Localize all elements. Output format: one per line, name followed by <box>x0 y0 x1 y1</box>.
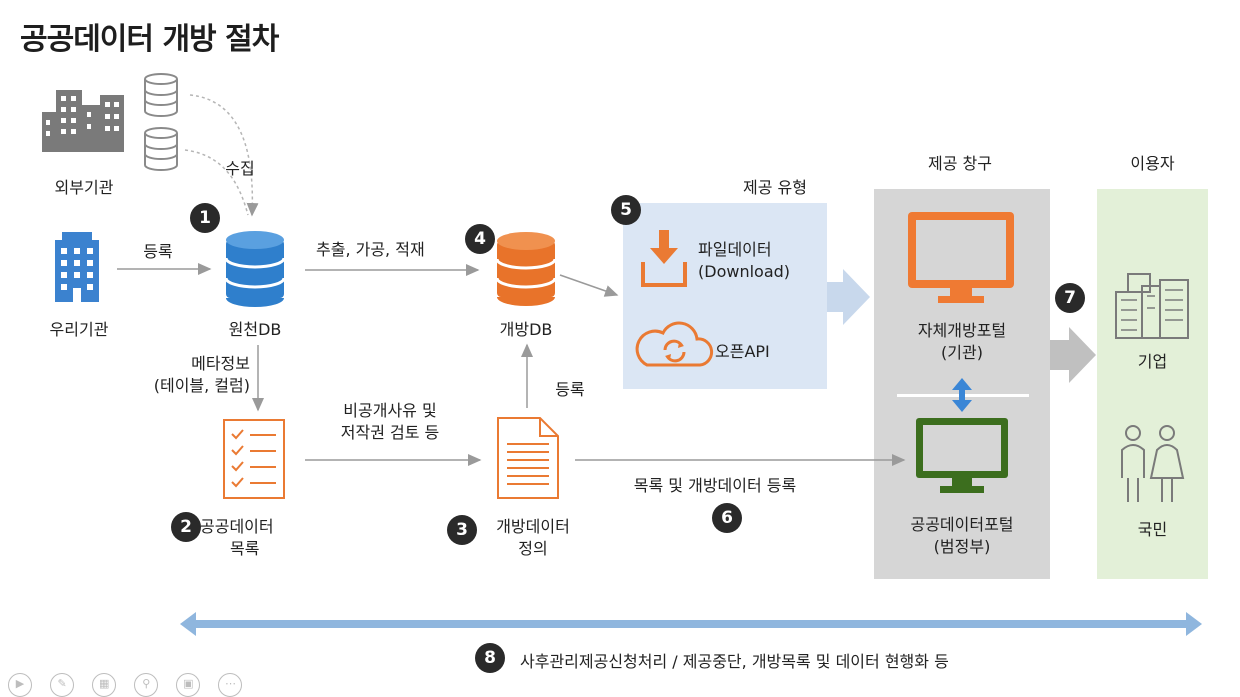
users-panel <box>1097 189 1208 579</box>
review-line2: 저작권 검토 등 <box>340 423 440 442</box>
step-badge-6: 6 <box>712 503 742 533</box>
extract-label: 추출, 가공, 적재 <box>316 240 425 259</box>
source-db-label: 원천DB <box>228 320 282 339</box>
company-label: 기업 <box>1137 352 1168 371</box>
more-icon[interactable]: ⋯ <box>218 673 243 697</box>
define-line2: 정의 <box>518 539 548 558</box>
aftercare-arrow <box>180 612 1202 636</box>
slide-toolbar: ▶ ✎ ▦ ⚲ ▣ ⋯ <box>8 672 255 697</box>
public-portal-line1: 공공데이터포털 <box>910 515 1014 534</box>
register-catalog-label: 목록 및 개방데이터 등록 <box>633 476 797 495</box>
public-portal-line2: (범정부) <box>933 537 991 556</box>
catalog-line2: 목록 <box>230 539 260 558</box>
company-icon <box>1115 273 1189 339</box>
external-db-icon <box>144 73 178 171</box>
monitor-icon-public-portal <box>916 418 1008 493</box>
register-label-1: 등록 <box>143 242 173 261</box>
catalog-label: 공공데이터 목록 <box>200 516 320 560</box>
citizen-label: 국민 <box>1137 520 1168 539</box>
provide-type-label: 제공 유형 <box>743 178 807 197</box>
aftercare-label: 사후관리제공신청처리 / 제공중단, 개방목록 및 데이터 현행화 등 <box>520 652 949 671</box>
play-icon[interactable]: ▶ <box>8 673 32 697</box>
public-portal-label: 공공데이터포털 (범정부) <box>884 514 1040 558</box>
step-badge-2: 2 <box>171 512 201 542</box>
define-line1: 개방데이터 <box>496 517 570 536</box>
zoom-icon[interactable]: ⚲ <box>134 673 159 697</box>
people-icon <box>1121 425 1185 502</box>
file-data-label: 파일데이터 <box>698 240 772 259</box>
flow-arrow-to-users <box>1050 327 1096 383</box>
step-badge-3: 3 <box>447 515 477 545</box>
screen-icon[interactable]: ▣ <box>176 673 201 697</box>
own-portal-label: 자체개방포털 (기관) <box>890 320 1034 364</box>
page-title: 공공데이터 개방 절차 <box>20 22 279 57</box>
flow-arrow-to-window <box>827 269 870 325</box>
provide-window-label: 제공 창구 <box>928 154 992 173</box>
catalog-line1: 공공데이터 <box>200 517 274 536</box>
download-label: (Download) <box>698 262 791 281</box>
meta-info-line1: 메타정보 <box>191 354 250 373</box>
meta-info-line2: (테이블, 컬럼) <box>153 376 250 395</box>
step-badge-8: 8 <box>475 643 505 673</box>
review-label: 비공개사유 및 저작권 검토 등 <box>320 400 460 444</box>
document-icon <box>497 417 559 499</box>
our-org-label: 우리기관 <box>49 320 109 339</box>
external-building-icon <box>42 90 124 152</box>
pen-icon[interactable]: ✎ <box>50 673 75 697</box>
our-building-icon <box>55 232 99 302</box>
users-label: 이용자 <box>1130 154 1175 173</box>
open-db-label: 개방DB <box>499 320 553 339</box>
download-icon <box>641 230 687 287</box>
own-portal-line2: (기관) <box>941 343 983 362</box>
open-api-label: 오픈API <box>715 342 770 361</box>
register-label-2: 등록 <box>555 380 585 399</box>
step-badge-5: 5 <box>611 195 641 225</box>
review-line1: 비공개사유 및 <box>343 401 437 420</box>
grid-icon[interactable]: ▦ <box>92 673 117 697</box>
external-org-label: 외부기관 <box>54 178 114 197</box>
monitor-icon-own-portal <box>908 212 1014 303</box>
checklist-icon <box>223 419 285 499</box>
collect-label: 수집 <box>225 159 255 178</box>
provide-type-panel <box>623 203 827 389</box>
step-badge-1: 1 <box>190 203 220 233</box>
step-badge-7: 7 <box>1055 283 1085 313</box>
source-db-icon <box>224 231 286 307</box>
open-db-icon <box>495 232 557 306</box>
own-portal-line1: 자체개방포털 <box>917 321 1007 340</box>
step-badge-4: 4 <box>465 224 495 254</box>
meta-info-label: 메타정보 (테이블, 컬럼) <box>110 353 250 397</box>
portal-sync-arrow <box>952 378 972 412</box>
define-label: 개방데이터 정의 <box>478 516 588 560</box>
cloud-sync-icon <box>635 321 714 367</box>
